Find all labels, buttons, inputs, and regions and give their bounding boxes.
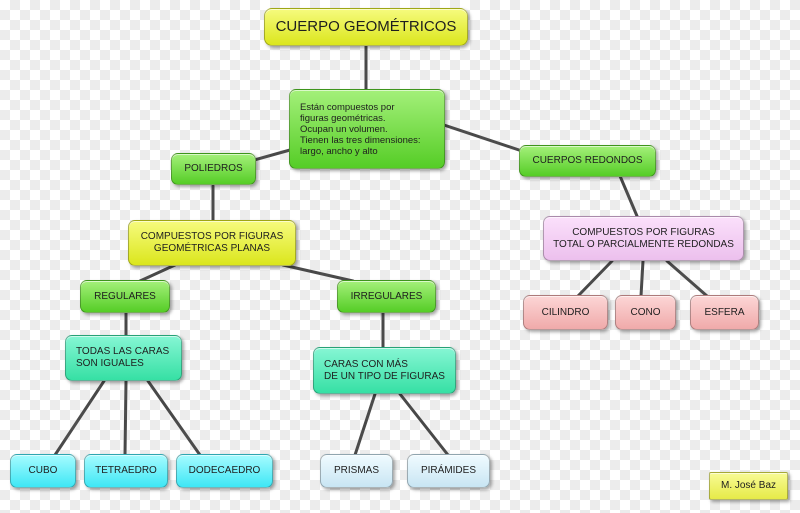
connector-redondos-redondas xyxy=(618,174,639,218)
node-cono: CONO xyxy=(615,295,676,330)
node-compuestos-redondas: COMPUESTOS POR FIGURAS TOTAL O PARCIALME… xyxy=(543,216,744,261)
node-tetraedro: TETRAEDRO xyxy=(84,454,168,488)
node-irregulares: IRREGULARES xyxy=(337,280,436,313)
node-prismas: PRISMAS xyxy=(320,454,393,488)
connector-definition-redondos xyxy=(442,123,527,154)
connector-caras-prismas xyxy=(353,392,377,457)
node-piramides: PIRÁMIDES xyxy=(407,454,490,488)
node-compuestos-planas: COMPUESTOS POR FIGURAS GEOMÉTRICAS PLANA… xyxy=(128,220,296,266)
node-definition: Están compuestos por figuras geométricas… xyxy=(289,89,445,169)
connector-redondas-cono xyxy=(639,259,645,298)
connector-redondas-esfera xyxy=(665,259,709,298)
node-dodecaedro: DODECAEDRO xyxy=(176,454,273,488)
connector-caras-dodecaedro xyxy=(146,379,202,457)
author-label: M. José Baz xyxy=(709,472,788,500)
node-cuerpos-redondos: CUERPOS REDONDOS xyxy=(519,145,656,177)
node-todas-caras-iguales: TODAS LAS CARAS SON IGUALES xyxy=(65,335,182,381)
connector-caras-tetraedro xyxy=(123,379,128,457)
node-caras-mas-tipo: CARAS CON MÁS DE UN TIPO DE FIGURAS xyxy=(313,347,456,394)
connector-planas-irregulares xyxy=(281,263,355,283)
connector-redondas-cilindro xyxy=(576,259,614,298)
node-cuerpo-geometricos: CUERPO GEOMÉTRICOS xyxy=(264,8,468,46)
node-regulares: REGULARES xyxy=(80,280,170,313)
node-cilindro: CILINDRO xyxy=(523,295,608,330)
connector-caras-cubo xyxy=(53,379,106,457)
node-poliedros: POLIEDROS xyxy=(171,153,256,185)
connector-planas-regulares xyxy=(138,263,177,283)
node-esfera: ESFERA xyxy=(690,295,759,330)
node-cubo: CUBO xyxy=(10,454,76,488)
connector-definition-poliedros xyxy=(252,148,292,162)
connector-caras-piramides xyxy=(398,392,450,457)
